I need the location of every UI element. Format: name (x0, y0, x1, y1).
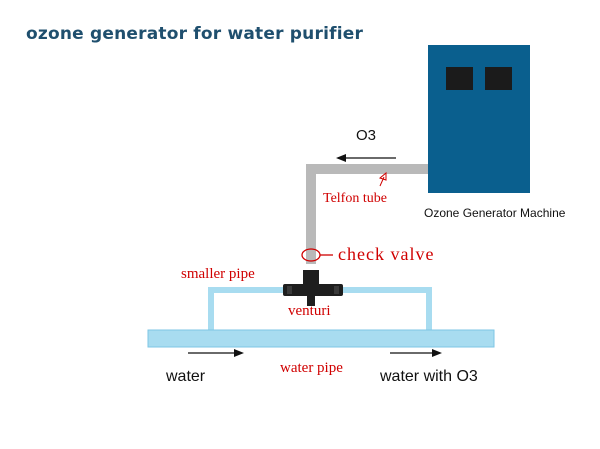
machine-window-right (485, 67, 512, 90)
telfon-pointer-head (378, 171, 387, 181)
smaller-pipe-label: smaller pipe (181, 266, 255, 282)
venturi-body (283, 284, 343, 296)
water-pipe (147, 329, 495, 348)
smaller-pipe-left (208, 287, 214, 333)
venturi-top (303, 270, 319, 284)
telfon-tube-horizontal (306, 164, 428, 174)
water-with-o3-label: water with O3 (380, 368, 478, 385)
telfon-pointer-line (379, 176, 385, 187)
venturi-left-nut (287, 286, 292, 294)
ozone-generator-machine (428, 45, 530, 193)
check-valve-label: check valve (338, 244, 435, 264)
water-label: water (166, 368, 206, 385)
water-out-arrow-head (432, 349, 442, 357)
diagram-title: ozone generator for water purifier (26, 24, 364, 44)
venturi-right-nut (334, 286, 339, 294)
venturi-label: venturi (288, 303, 331, 319)
telfon-tube-label: Telfon tube (323, 191, 387, 206)
machine-window-left (446, 67, 473, 90)
o3-arrow-head (336, 154, 346, 162)
telfon-tube-vertical (306, 164, 316, 264)
smaller-pipe-right (426, 287, 432, 333)
water-pipe-label: water pipe (280, 360, 343, 376)
water-in-arrow-head (234, 349, 244, 357)
machine-label: Ozone Generator Machine (424, 206, 566, 220)
venturi-bottom (307, 296, 315, 306)
o3-label: O3 (356, 127, 377, 144)
